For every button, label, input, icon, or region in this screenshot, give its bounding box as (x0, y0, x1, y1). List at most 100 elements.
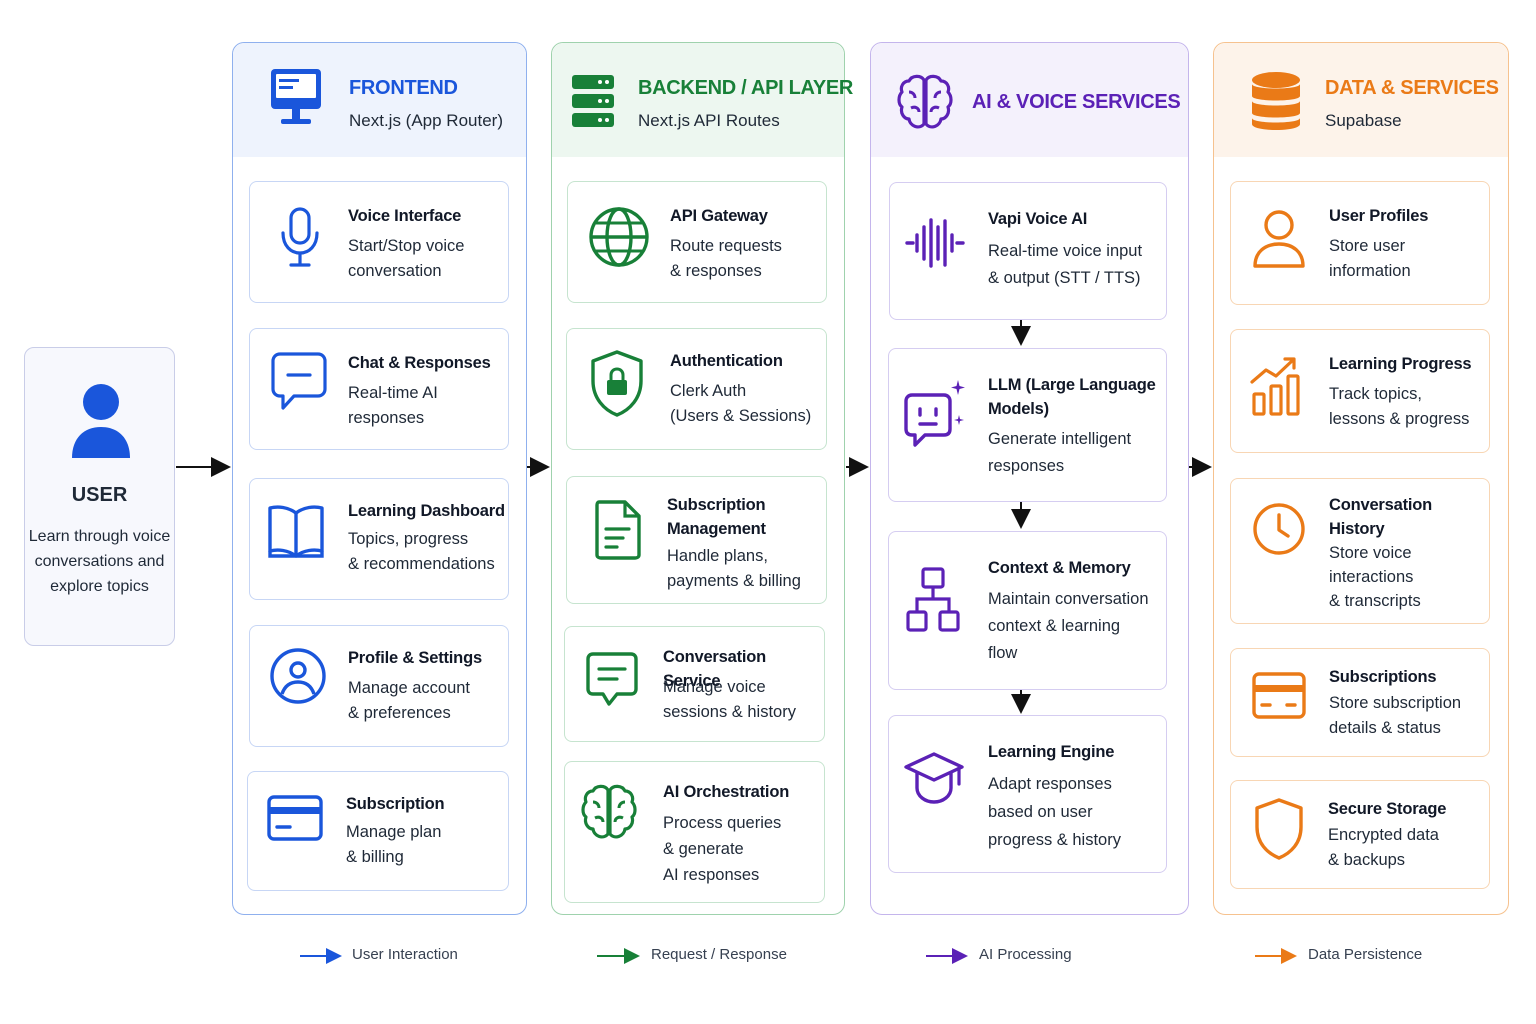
frontend-column: FRONTEND Next.js (App Router) Voice Inte… (232, 42, 527, 915)
database-icon (1252, 72, 1300, 130)
card-description: Adapt responses based on user progress &… (988, 775, 1121, 849)
card-description: Maintain conversation context & learning… (988, 590, 1149, 662)
card-subscription-management[interactable]: Subscription Management Handle plans, pa… (566, 476, 827, 604)
microphone-icon (281, 207, 319, 267)
card-description: Route requests & responses (670, 237, 782, 280)
card-title: LLM (Large Language Models) (988, 376, 1156, 418)
card-title: Subscriptions (1329, 668, 1437, 686)
monitor-icon (271, 69, 321, 124)
card-learning-dashboard[interactable]: Learning Dashboard Topics, progress & re… (249, 478, 509, 600)
card-context-memory[interactable]: Context & Memory Maintain conversation c… (888, 531, 1167, 690)
card-description: Manage account & preferences (348, 679, 471, 722)
card-description: Start/Stop voice conversation (348, 237, 465, 280)
user-description: Learn through voice conversations and ex… (28, 528, 171, 595)
card-title: Learning Engine (988, 743, 1115, 761)
card-authentication[interactable]: Authentication Clerk Auth (Users & Sessi… (566, 328, 827, 450)
card-description: Store subscription details & status (1329, 694, 1462, 737)
card-profile-settings[interactable]: Profile & Settings Manage account & pref… (249, 625, 509, 747)
card-description: Clerk Auth (Users & Sessions) (670, 382, 812, 425)
frontend-title: FRONTEND (349, 77, 458, 99)
bar-chart-icon (1250, 357, 1300, 416)
card-title: API Gateway (670, 207, 768, 225)
credit-card-icon (267, 795, 323, 841)
user-icon (1253, 210, 1305, 268)
card-title: Subscription Management (667, 496, 766, 538)
brain-icon (581, 784, 637, 839)
card-description: Store user information (1329, 237, 1411, 280)
card-title: Learning Progress (1329, 355, 1472, 373)
globe-icon (589, 207, 649, 267)
legend-user-interaction: User Interaction (352, 946, 458, 963)
legend-ai-processing: AI Processing (979, 946, 1072, 963)
card-ai-orchestration[interactable]: AI Orchestration Process queries & gener… (564, 761, 825, 903)
card-icon (1252, 672, 1306, 719)
card-title: Profile & Settings (348, 649, 482, 667)
card-title: Chat & Responses (348, 354, 491, 372)
user-title: USER (71, 484, 128, 506)
data-column: DATA & SERVICES Supabase User Profiles S… (1213, 42, 1509, 915)
card-description: Process queries & generate AI responses (663, 814, 782, 884)
backend-title: BACKEND / API LAYER (638, 77, 854, 99)
card-description: Generate intelligent responses (988, 430, 1132, 475)
card-api-gateway[interactable]: API Gateway Route requests & responses (567, 181, 827, 303)
card-description: Manage plan & billing (346, 823, 442, 866)
card-description: Store voice interactions & transcripts (1329, 544, 1421, 610)
server-icon (572, 75, 614, 127)
message-square-icon (586, 652, 638, 706)
waveform-icon (905, 218, 965, 268)
card-title: Authentication (670, 352, 783, 370)
graduation-cap-icon (904, 752, 964, 804)
shield-icon (1255, 798, 1303, 860)
card-vapi-voice-ai[interactable]: Vapi Voice AI Real-time voice input & ou… (889, 182, 1167, 320)
data-header (1214, 43, 1508, 157)
backend-column: BACKEND / API LAYER Next.js API Routes A… (551, 42, 853, 915)
card-conversation-service[interactable]: Conversation Service Manage voice sessio… (564, 626, 825, 742)
card-description: Encrypted data & backups (1328, 826, 1439, 869)
card-description: Real-time voice input & output (STT / TT… (988, 242, 1143, 287)
data-subtitle: Supabase (1325, 111, 1402, 130)
card-chat-responses[interactable]: Chat & Responses Real-time AI responses (249, 328, 509, 450)
card-conversation-history[interactable]: Conversation History Store voice interac… (1230, 478, 1490, 624)
card-title: Context & Memory (988, 559, 1131, 577)
card-voice-interface[interactable]: Voice Interface Start/Stop voice convers… (249, 181, 509, 303)
user-person-icon (72, 384, 130, 458)
legend-arrows (300, 948, 1297, 964)
user-circle-icon (270, 648, 326, 704)
card-learning-progress[interactable]: Learning Progress Track topics, lessons … (1230, 329, 1490, 453)
ai-voice-column: AI & VOICE SERVICES Vapi Voice AI Real-t… (870, 42, 1189, 915)
card-description: Topics, progress & recommendations (348, 530, 495, 573)
card-learning-engine[interactable]: Learning Engine Adapt responses based on… (888, 715, 1167, 873)
robot-chat-icon (904, 380, 965, 447)
legend-data-persistence: Data Persistence (1308, 946, 1423, 963)
frontend-subtitle: Next.js (App Router) (349, 111, 503, 130)
card-title: Conversation Service (663, 648, 767, 690)
user-box: USER Learn through voice conversations a… (24, 347, 175, 646)
card-description: Handle plans, payments & billing (667, 547, 801, 590)
card-title: Vapi Voice AI (988, 210, 1088, 228)
shield-lock-icon (591, 350, 643, 417)
brain-header-icon (897, 74, 953, 129)
card-title: AI Orchestration (663, 783, 790, 801)
card-llm[interactable]: LLM (Large Language Models) Generate int… (888, 348, 1167, 502)
card-title: User Profiles (1329, 207, 1429, 225)
data-title: DATA & SERVICES (1325, 77, 1499, 99)
card-description: Track topics, lessons & progress (1329, 385, 1470, 428)
ai-voice-title: AI & VOICE SERVICES (972, 91, 1181, 113)
hierarchy-icon (906, 567, 960, 632)
card-secure-storage[interactable]: Secure Storage Encrypted data & backups (1230, 780, 1490, 889)
clock-icon (1253, 503, 1305, 555)
card-subscription[interactable]: Subscription Manage plan & billing (247, 771, 509, 891)
card-subscriptions[interactable]: Subscriptions Store subscription details… (1230, 648, 1490, 757)
card-description: Manage voice sessions & history (663, 678, 796, 721)
chat-bubble-icon (271, 352, 327, 410)
card-title: Subscription (346, 795, 445, 813)
book-icon (268, 505, 324, 558)
backend-subtitle: Next.js API Routes (638, 111, 780, 130)
card-title: Secure Storage (1328, 800, 1447, 818)
card-title: Voice Interface (348, 207, 462, 225)
document-icon (595, 500, 641, 560)
card-user-profiles[interactable]: User Profiles Store user information (1230, 181, 1490, 305)
card-title: Conversation History (1329, 496, 1433, 538)
card-title: Learning Dashboard (348, 502, 505, 520)
